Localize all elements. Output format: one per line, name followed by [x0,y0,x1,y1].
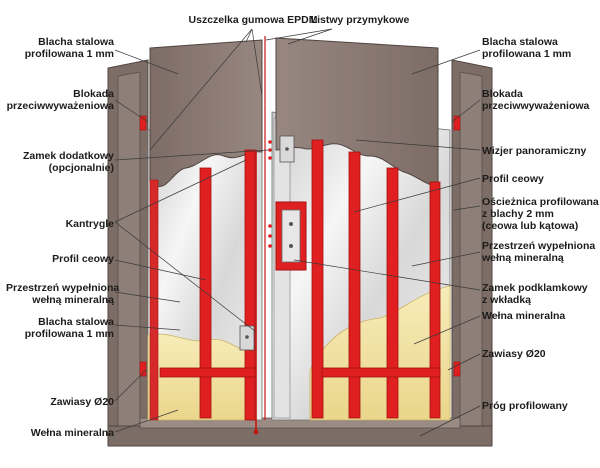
label-kantrygle: Kantrygle [65,218,114,230]
label-prog: Próg profilowany [482,400,568,412]
label-blacha-left-1: Blacha stalowa [38,36,114,48]
label-welna-left: Wełna mineralna [30,427,114,439]
label-uszczelka: Uszczelka gumowa EPDM [188,14,318,26]
label-przestrzen-left-1: Przestrzeń wypełniona [6,282,120,294]
label-osciez-3: (ceowa lub kątowa) [482,220,579,232]
label-blokada-right-2: przeciwwyważeniowa [482,100,590,112]
label-zamek-dodatkowy-2: (opcjonalnie) [48,162,114,174]
hinges [139,115,461,377]
label-zawiasy-left: Zawiasy Ø20 [50,396,114,408]
label-blacha-right-2: profilowana 1 mm [482,48,572,60]
label-zamek-podkl-1: Zamek podklamkowy [482,282,588,294]
label-przestrzen-right-1: Przestrzeń wypełniona [482,240,596,252]
label-blokada-left-1: Blokada [73,88,114,100]
label-blokada-left-2: przeciwwyważeniowa [6,100,114,112]
left-door-leaf [147,39,263,435]
label-profil-ceowy-left: Profil ceowy [52,253,114,265]
label-blacha-right-1: Blacha stalowa [482,36,558,48]
label-zamek-dodatkowy-1: Zamek dodatkowy [22,150,114,162]
right-door-leaf [268,37,451,421]
label-przestrzen-left-2: wełną mineralną [32,294,114,306]
label-wizjer: Wizjer panoramiczny [482,145,587,157]
label-blacha-left2-1: Blacha stalowa [38,316,114,328]
label-blokada-right-1: Blokada [482,88,523,100]
label-osciez-2: z blachy 2 mm [482,208,554,220]
label-profil-ceowy-right: Profil ceowy [482,173,544,185]
label-osciez-1: Ościeżnica profilowana [482,196,599,208]
label-blacha-left-2: profilowana 1 mm [24,48,114,60]
door-frame [107,59,493,447]
label-zawiasy-right: Zawiasy Ø20 [482,348,546,360]
label-blacha-left2-2: profilowana 1 mm [24,328,114,340]
label-welna-right: Wełna mineralna [482,310,566,322]
label-listwy: Listwy przymykowe [310,14,410,26]
label-zamek-podkl-2: z wkładką [482,294,532,306]
label-przestrzen-right-2: wełną mineralną [482,252,564,264]
leader-lines [114,28,481,437]
